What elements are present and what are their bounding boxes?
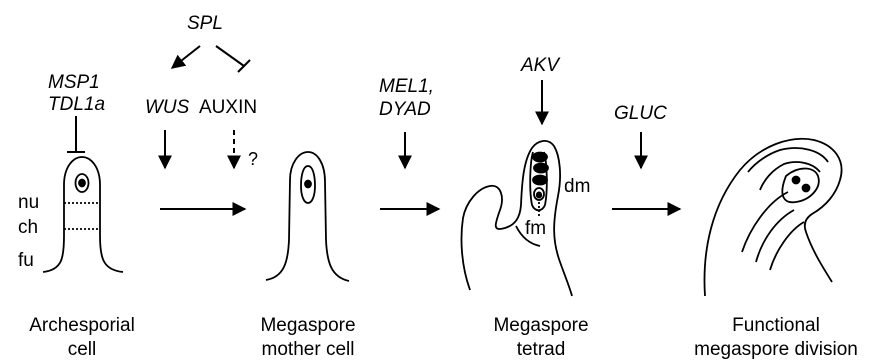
msp1-label: MSP1 [48, 73, 100, 92]
nucellus-label: nu [18, 193, 39, 212]
akv-label: AKV [521, 56, 559, 75]
stage-caption-line2: megaspore division [676, 338, 876, 362]
functional-megaspore-ovule [704, 139, 841, 296]
chalaza-label: ch [18, 218, 38, 237]
stage-caption-tetrad: Megaspore tetrad [451, 314, 631, 362]
wus-label: WUS [145, 98, 189, 117]
stage-caption-line1: Megaspore [218, 314, 398, 338]
stage-caption-mmc: Megaspore mother cell [218, 314, 398, 362]
question-mark-label: ? [248, 150, 258, 168]
stage-caption-line1: Archesporial [0, 314, 172, 338]
gluc-label: GLUC [614, 104, 667, 123]
tdl1a-label: TDL1a [48, 95, 105, 114]
archesporial-ovule [43, 157, 123, 272]
degenerating-megaspores-label: dm [564, 177, 590, 196]
stage-caption-line1: Functional [676, 314, 876, 338]
stage-caption-archesporial: Archesporial cell [0, 314, 172, 362]
dyad-label: DYAD [379, 100, 431, 119]
stage-caption-line2: mother cell [218, 338, 398, 362]
functional-megaspore-label: fm [525, 219, 546, 238]
spl-inhibition-line [216, 46, 244, 66]
tetrad-ovule [461, 141, 572, 296]
stage-caption-line2: tetrad [451, 338, 631, 362]
stage-caption-line1: Megaspore [451, 314, 631, 338]
auxin-label: AUXIN [199, 98, 257, 117]
spl-label: SPL [187, 14, 223, 33]
mmc-ovule [266, 152, 349, 281]
funiculus-label: fu [18, 251, 34, 270]
spl-activation-arrow [172, 46, 200, 68]
stage-caption-functional: Functional megaspore division [676, 314, 876, 362]
stage-caption-line2: cell [0, 338, 172, 362]
mel1-label: MEL1, [379, 77, 434, 96]
